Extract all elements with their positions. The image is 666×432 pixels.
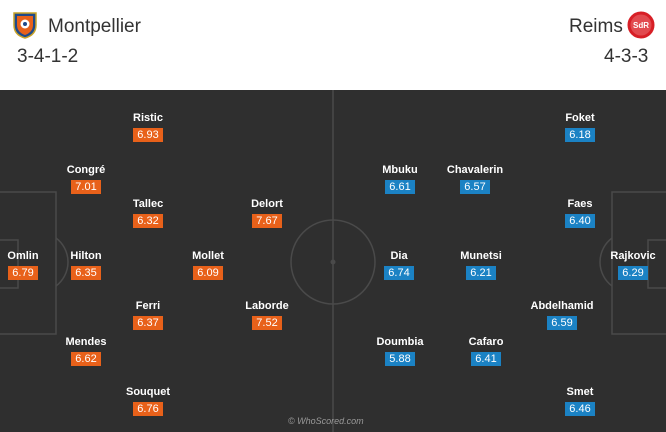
player-rating: 6.41: [471, 352, 501, 366]
player-name: Faes: [567, 198, 593, 210]
player-rating: 6.32: [133, 214, 163, 228]
player-name: Cafaro: [468, 336, 504, 348]
home-player[interactable]: Mollet 6.09: [173, 250, 243, 281]
pitch-markings: [0, 90, 666, 432]
player-name: Mollet: [192, 250, 224, 262]
player-rating: 6.74: [384, 266, 414, 280]
player-name: Delort: [251, 198, 283, 210]
away-player[interactable]: Rajkovic 6.29: [598, 250, 666, 281]
away-player[interactable]: Smet 6.46: [545, 386, 615, 417]
player-name: Ferri: [135, 300, 161, 312]
pitch: Ristic 6.93 Congré 7.01 Tallec 6.32 Delo…: [0, 90, 666, 432]
player-name: Omlin: [7, 250, 39, 262]
player-rating: 6.29: [618, 266, 648, 280]
player-name: Doumbia: [376, 336, 424, 348]
player-rating: 6.57: [460, 180, 490, 194]
player-rating: 6.62: [71, 352, 101, 366]
home-team-name: Montpellier: [48, 16, 141, 37]
home-formation: 3-4-1-2: [17, 46, 79, 67]
player-name: Hilton: [70, 250, 102, 262]
away-player[interactable]: Mbuku 6.61: [365, 164, 435, 195]
player-rating: 7.67: [252, 214, 282, 228]
home-player[interactable]: Ristic 6.93: [113, 112, 183, 143]
away-player[interactable]: Abdelhamid 6.59: [527, 300, 597, 331]
player-name: Tallec: [132, 198, 164, 210]
player-rating: 5.88: [385, 352, 415, 366]
player-rating: 6.18: [565, 128, 595, 142]
away-player[interactable]: Faes 6.40: [545, 198, 615, 229]
player-rating: 6.35: [71, 266, 101, 280]
player-name: Mbuku: [382, 164, 418, 176]
player-rating: 7.52: [252, 316, 282, 330]
player-rating: 6.76: [133, 402, 163, 416]
away-player[interactable]: Munetsi 6.21: [446, 250, 516, 281]
player-name: Mendes: [65, 336, 107, 348]
home-player[interactable]: Hilton 6.35: [51, 250, 121, 281]
svg-text:SdR: SdR: [633, 21, 649, 30]
player-rating: 6.59: [547, 316, 577, 330]
reims-crest-icon: SdR: [626, 10, 656, 40]
home-player[interactable]: Omlin 6.79: [0, 250, 58, 281]
player-name: Laborde: [245, 300, 289, 312]
player-rating: 7.01: [71, 180, 101, 194]
away-player[interactable]: Chavalerin 6.57: [440, 164, 510, 195]
home-player[interactable]: Tallec 6.32: [113, 198, 183, 229]
away-player[interactable]: Cafaro 6.41: [451, 336, 521, 367]
away-player[interactable]: Dia 6.74: [364, 250, 434, 281]
player-name: Abdelhamid: [530, 300, 594, 312]
home-player[interactable]: Delort 7.67: [232, 198, 302, 229]
home-player[interactable]: Ferri 6.37: [113, 300, 183, 331]
match-header: Montpellier 3-4-1-2 SdR Reims 4-3-3: [0, 0, 666, 90]
player-name: Munetsi: [460, 250, 502, 262]
home-player[interactable]: Congré 7.01: [51, 164, 121, 195]
home-player[interactable]: Souquet 6.76: [113, 386, 183, 417]
player-name: Rajkovic: [610, 250, 656, 262]
player-name: Congré: [66, 164, 106, 176]
home-player[interactable]: Laborde 7.52: [232, 300, 302, 331]
player-rating: 6.79: [8, 266, 38, 280]
player-name: Dia: [390, 250, 408, 262]
player-name: Smet: [566, 386, 594, 398]
player-rating: 6.21: [466, 266, 496, 280]
away-team-name: Reims: [569, 16, 623, 37]
player-rating: 6.40: [565, 214, 595, 228]
player-name: Souquet: [126, 386, 170, 398]
player-rating: 6.46: [565, 402, 595, 416]
player-rating: 6.93: [133, 128, 163, 142]
player-rating: 6.37: [133, 316, 163, 330]
away-player[interactable]: Foket 6.18: [545, 112, 615, 143]
player-name: Ristic: [133, 112, 163, 124]
away-player[interactable]: Doumbia 5.88: [365, 336, 435, 367]
home-player[interactable]: Mendes 6.62: [51, 336, 121, 367]
away-formation: 4-3-3: [604, 46, 649, 67]
player-rating: 6.09: [193, 266, 223, 280]
player-name: Chavalerin: [446, 164, 504, 176]
montpellier-crest-icon: [13, 12, 37, 39]
player-name: Foket: [565, 112, 595, 124]
watermark: © WhoScored.com: [288, 416, 364, 426]
player-rating: 6.61: [385, 180, 415, 194]
